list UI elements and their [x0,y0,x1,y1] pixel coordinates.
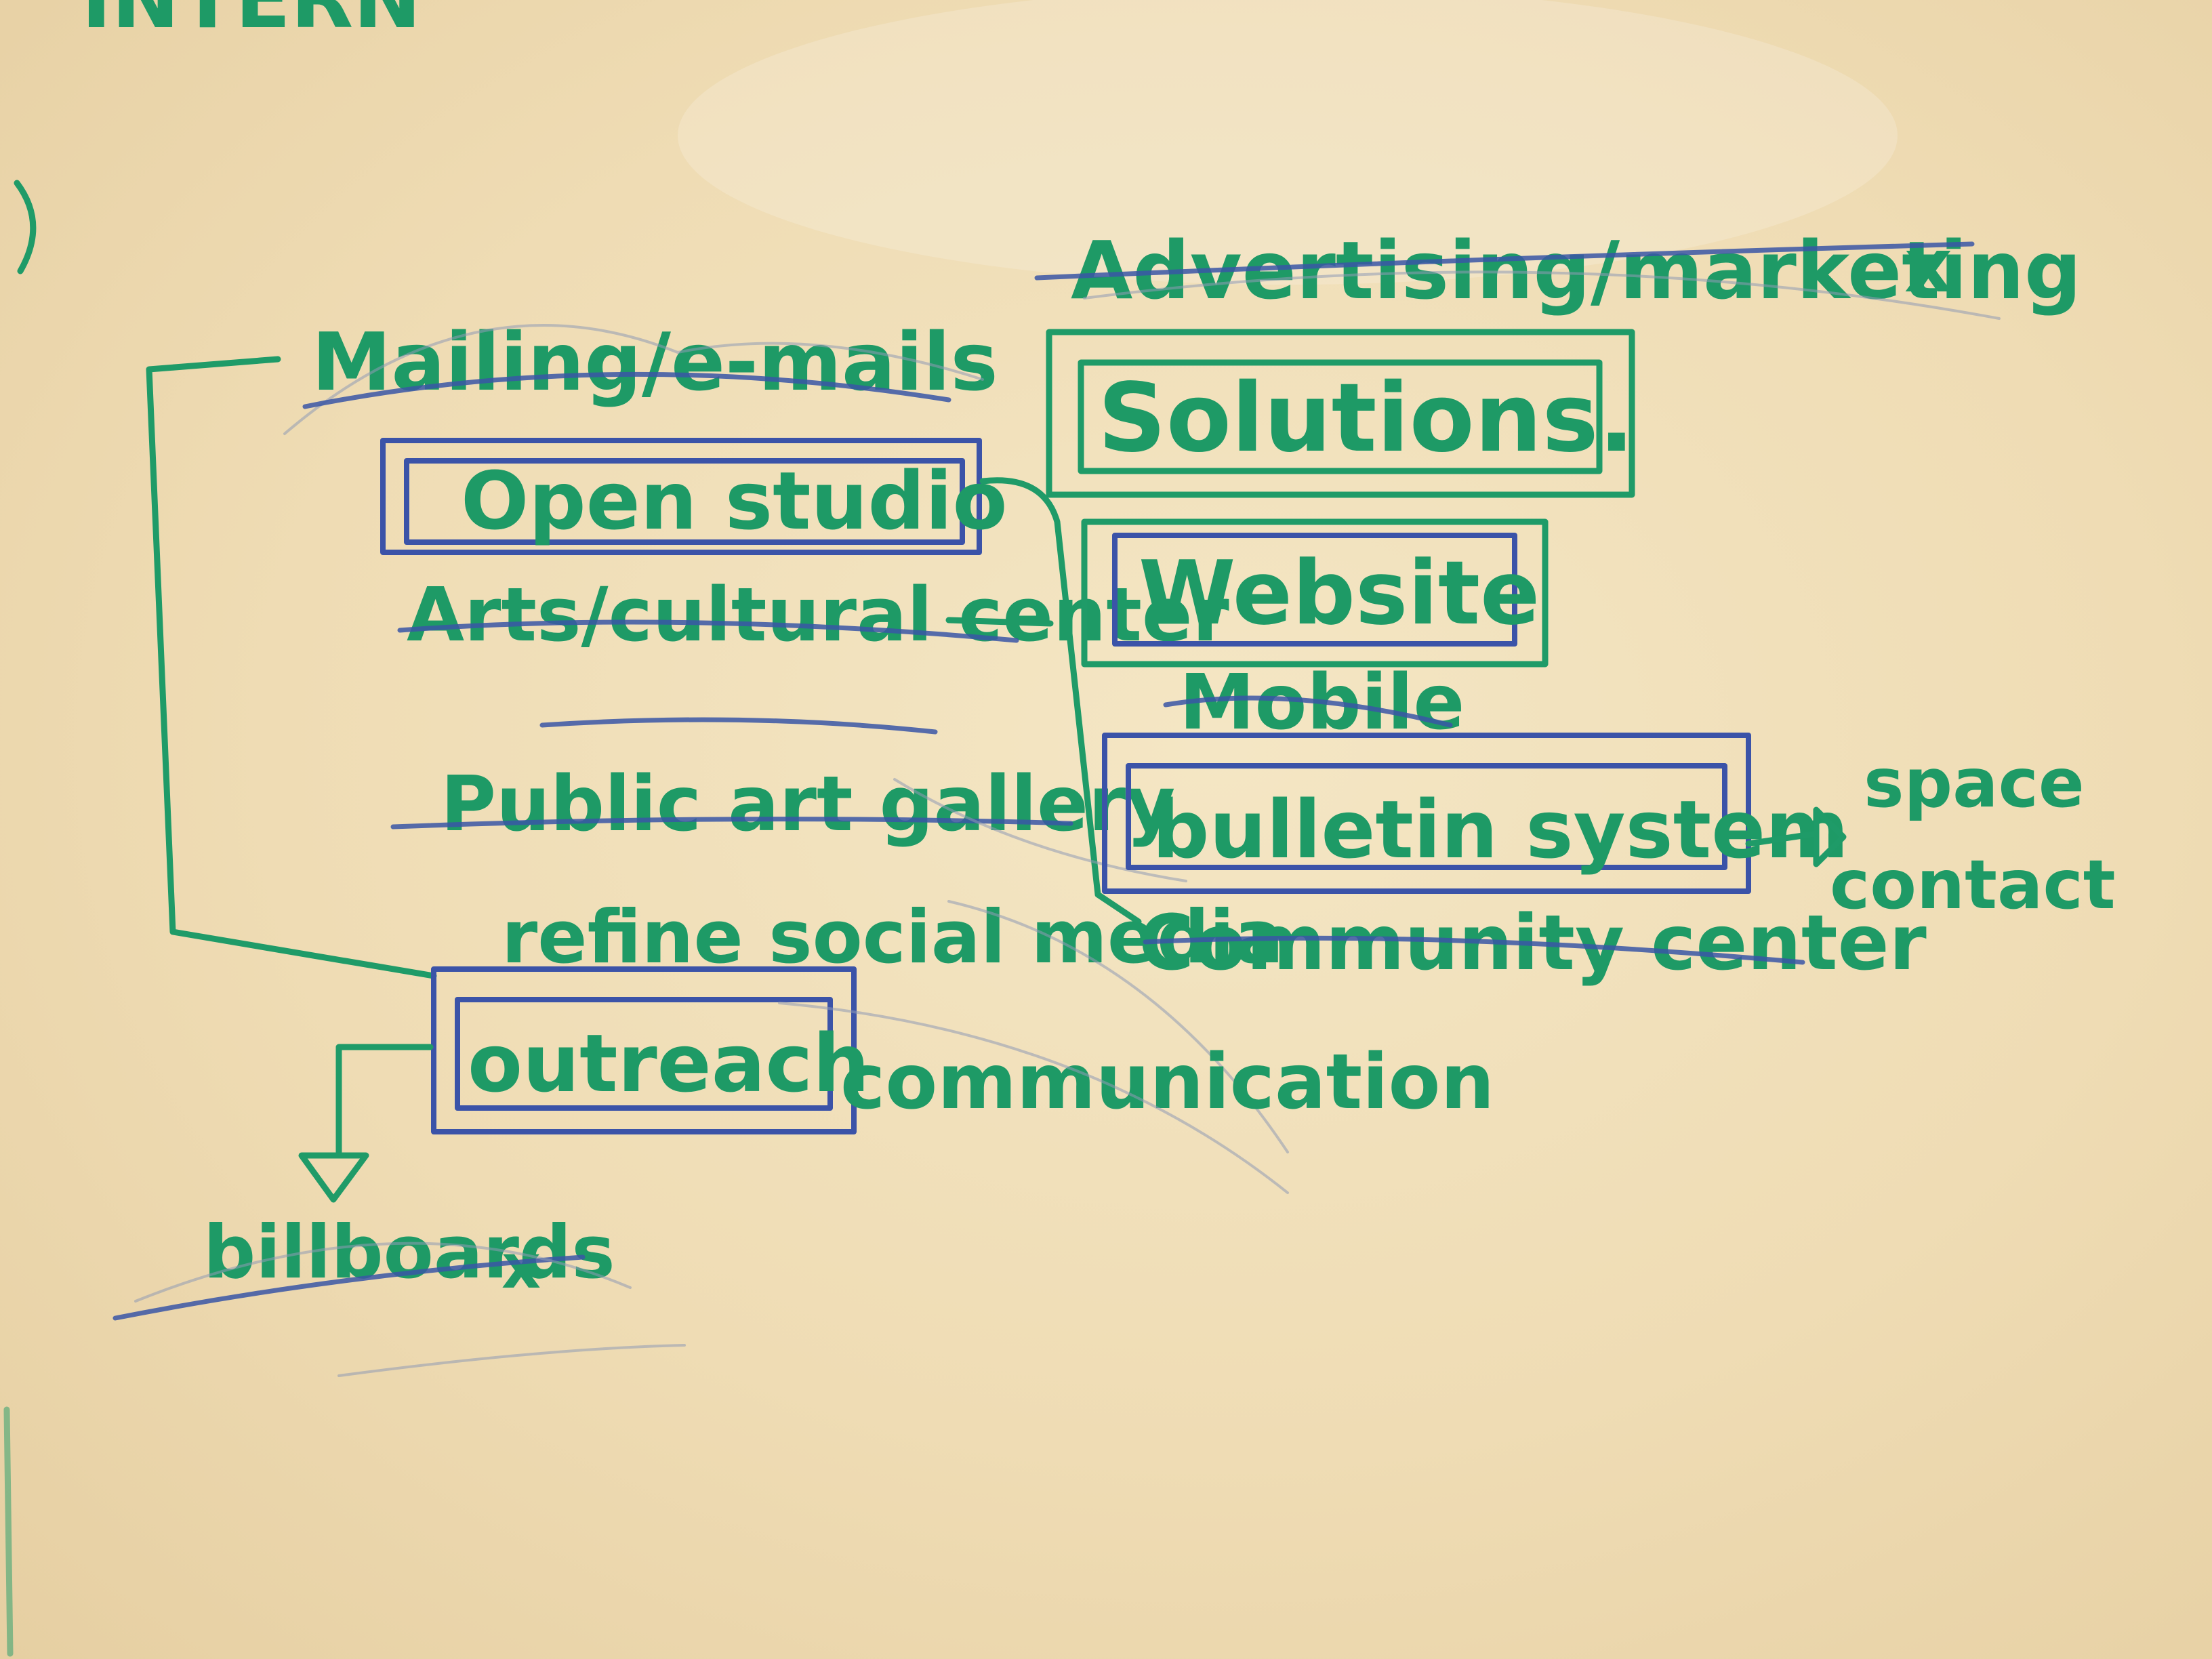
left-edge-mark [14,180,37,274]
outreach-text: outreach [468,1017,869,1110]
open-studio-text: Open studio [461,454,1008,548]
mailing-emails-text: Mailing/e-mails [312,315,998,409]
advertising-strike-line [1034,241,1975,281]
bulletin-arrow-line [1745,830,1820,847]
refine-social-media-text: refine social media [501,895,1284,980]
solutions-text: Solutions. [1098,363,1635,474]
open-studio-box-outer [380,438,982,555]
top-left-fragment-text: INTERN [81,0,422,47]
bulletin-system-text: bulletin system [1152,783,1849,876]
outreach-box-inner [455,997,833,1111]
billboards-x-mark: x [501,1231,541,1303]
outreach-box-outer [431,966,857,1134]
community-strike-line [1143,935,1805,965]
public-art-scribble [893,778,1187,882]
mobile-strike-line [1163,695,1453,728]
website-box-outer [1081,518,1549,668]
bulletin-system-box-inner [1126,763,1727,870]
arts-center-strike-line [539,717,938,735]
faint-marker-line [337,1344,686,1377]
advertising-scribble [1083,270,2001,320]
arts-strike-line [397,619,1019,643]
community-scribble [947,900,1289,1153]
outreach-down-arrow [298,1152,369,1203]
communication-scribble [778,1002,1289,1194]
billboards-text: billboards [203,1210,615,1295]
arts-connector-arrow [945,617,1054,627]
open-studio-connector [979,477,1142,925]
bulletin-arrow-head [1813,806,1847,867]
contact-text: contact [1830,845,2116,924]
billboards-strike-line [112,1254,586,1321]
bulletin-system-box-outer [1102,733,1751,894]
website-box-inner [1112,533,1517,647]
mailing-scribble-1 [283,324,984,435]
solutions-box-outer [1046,329,1635,498]
billboards-scribble [134,1242,632,1303]
advertising-x-mark: x [1904,222,1952,309]
outreach-down-connector [335,1044,434,1155]
left-bracket-line [146,356,437,979]
website-text: Website [1139,541,1540,644]
left-edge-vertical [3,1406,14,1657]
board-glare [678,0,1898,285]
open-studio-box-inner [404,458,965,545]
mailing-strike-line [302,371,951,409]
public-art-gallery-text: Public art gallery [441,760,1175,848]
solutions-box-inner [1078,359,1603,474]
space-text: space [1864,743,2085,823]
arts-cultural-text: Arts/cultural center [407,571,1229,658]
